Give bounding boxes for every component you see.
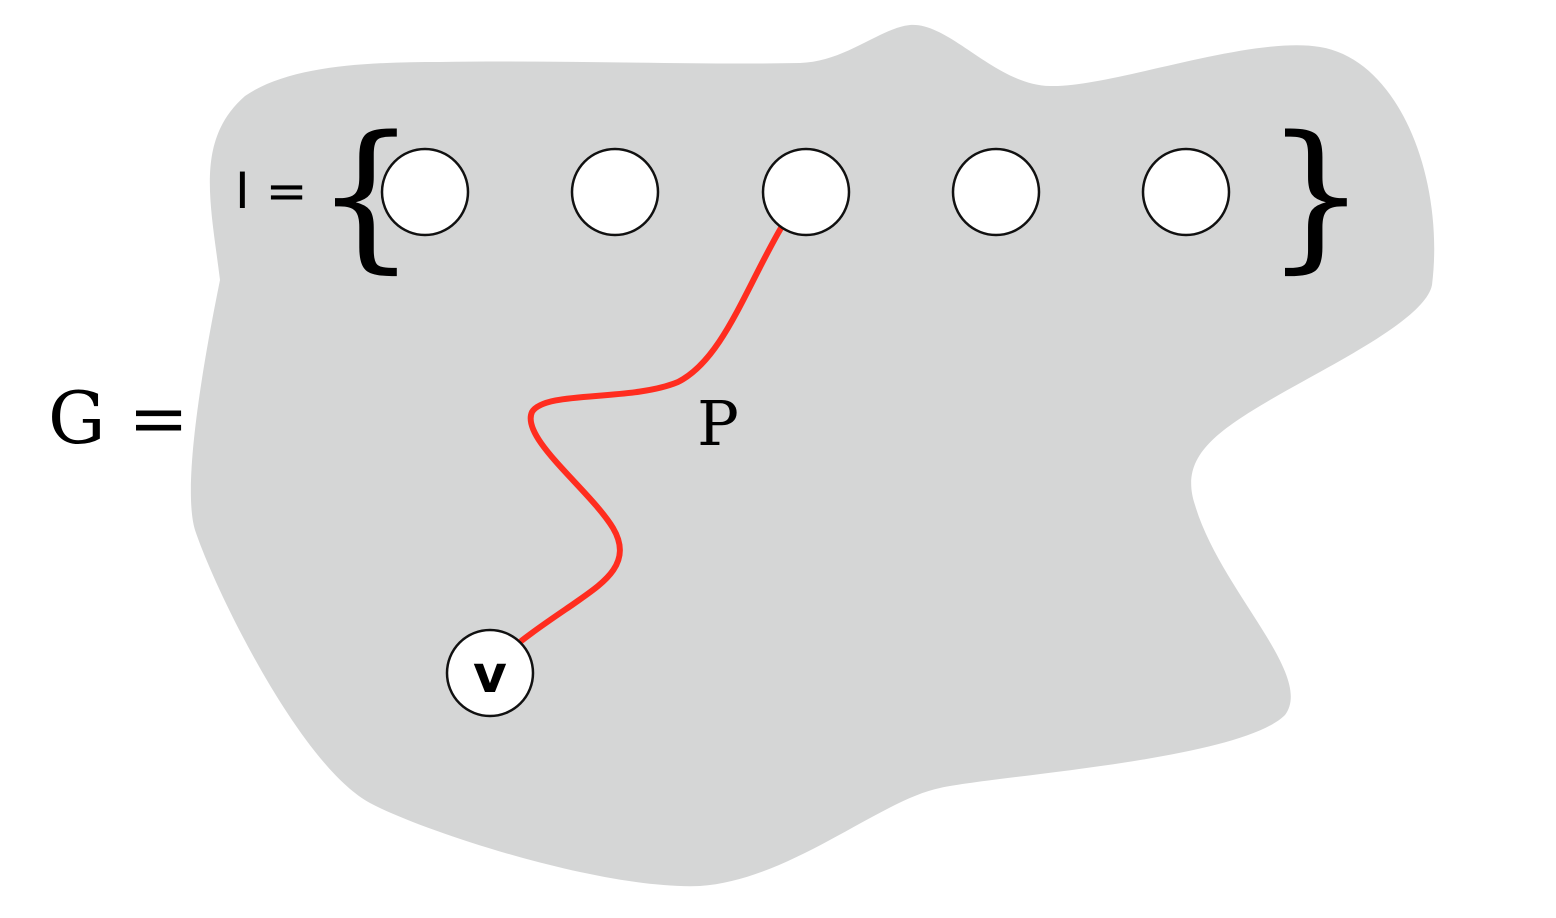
vertex-v (445, 628, 535, 718)
vertex-label: v (473, 645, 507, 705)
close-brace: } (1265, 101, 1367, 288)
set-node-1 (380, 147, 470, 237)
graph-label: G = (48, 376, 189, 460)
set-node-5 (1141, 147, 1231, 237)
set-node-3 (761, 147, 851, 237)
set-label: I = (235, 162, 308, 220)
path-label: P (697, 387, 739, 460)
set-node-4 (951, 147, 1041, 237)
set-node-2 (570, 147, 660, 237)
set-node-group (380, 147, 1231, 237)
path-p (517, 225, 784, 645)
